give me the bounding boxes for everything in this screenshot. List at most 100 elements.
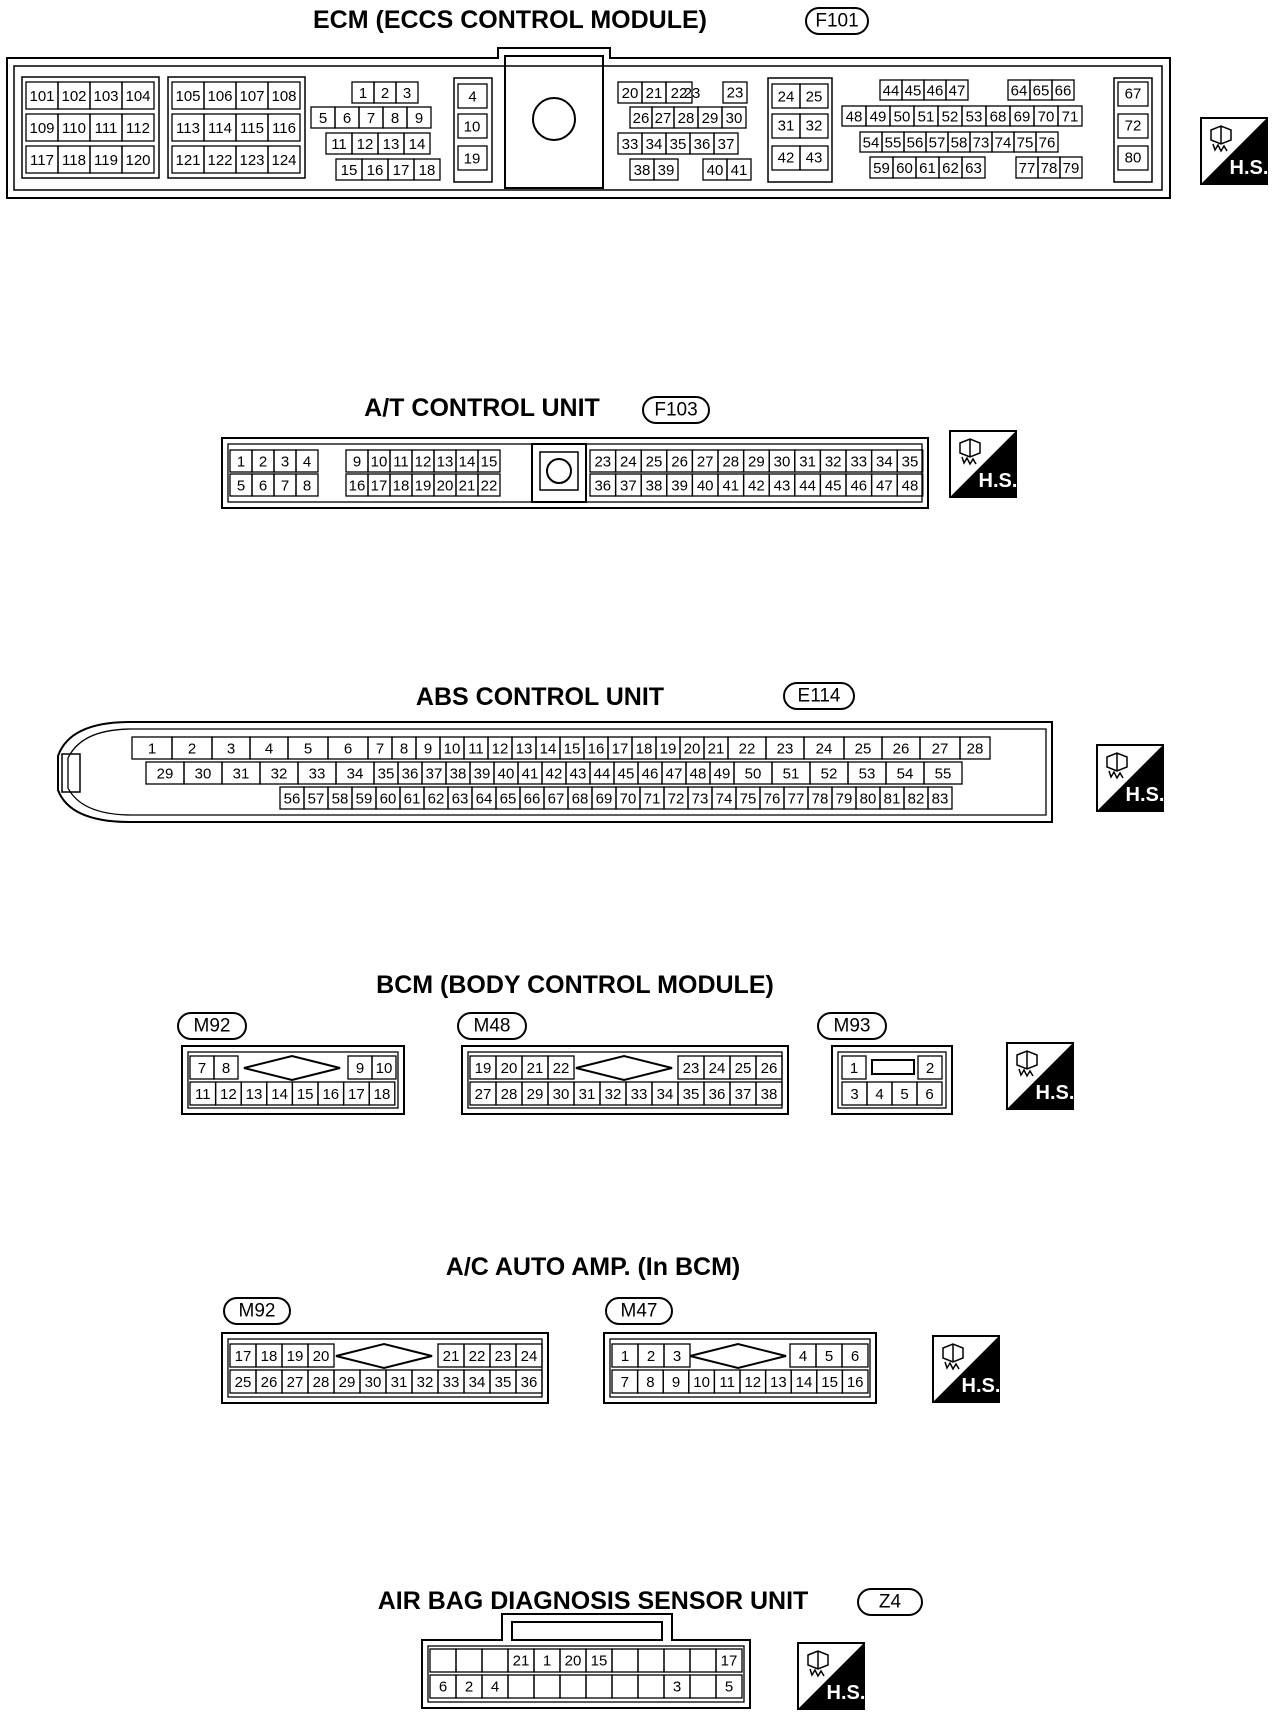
ecm-pin-block [21,76,160,179]
connector-glyph-icon [1210,125,1232,153]
pin-label: 20 [622,85,639,102]
connector-tag-outline [817,1012,887,1040]
pin-label: 19 [660,741,677,758]
pin-label: 1 [850,1060,858,1077]
pin-label: 48 [690,766,707,783]
pin-label: 21 [513,1653,530,1670]
pin-label: 8 [303,478,311,495]
pin-cell [653,158,679,181]
pin-label: 33 [850,454,867,471]
pin-label: 18 [419,162,436,179]
pin-label: 13 [437,454,454,471]
pin-label: 25 [235,1374,252,1391]
pin-label: 15 [564,741,581,758]
pin-label: 7 [376,741,384,758]
pin-label: 41 [731,162,748,179]
pin-label: 102 [61,88,86,105]
pin-label: 1 [543,1653,551,1670]
connector-tag-label: M92 [239,1301,276,1322]
pin-label: 30 [195,766,212,783]
pin-label: 20 [437,478,454,495]
pin-cell [1059,156,1083,179]
pin-cell [395,81,419,104]
pin-label: 15 [481,454,498,471]
bcm-m92-tag: M92 [177,1012,247,1040]
hs-icon-triangle [1097,745,1163,811]
pin-label: 52 [942,109,959,126]
pin-label: 47 [949,83,966,100]
pin-label: 44 [883,83,900,100]
pin-label: 108 [271,88,296,105]
pin-label: 18 [261,1348,278,1365]
pin-cell [267,113,301,142]
pin-label: 21 [443,1348,460,1365]
pin-label: 61 [919,160,936,177]
pin-label: 28 [678,110,695,127]
at-housing [221,437,929,509]
pin-label: 48 [902,478,919,495]
pin-label: 26 [261,1374,278,1391]
pin-label: 18 [374,1086,391,1103]
pin-label: 74 [995,135,1012,152]
pin-label: 32 [825,454,842,471]
hs-icon-label: H.S. [962,1375,1001,1397]
pin-label: 8 [400,741,408,758]
pin-label: 22 [469,1348,486,1365]
pin-label: 6 [259,478,267,495]
pin-label: 24 [709,1060,726,1077]
pin-cell [721,106,747,129]
pin-label: 17 [721,1653,738,1670]
pin-cell [213,1055,239,1080]
pin-label: 14 [271,1086,288,1103]
pin-label: 6 [344,741,352,758]
pin-label: 28 [722,454,739,471]
pin-label: 3 [850,1086,858,1103]
pin-label: 2 [381,85,389,102]
bcm-m93-tag: M93 [817,1012,887,1040]
ac-m47-tag: M47 [605,1297,673,1325]
harness-side-icon: H.S. [1096,744,1164,812]
pin-label: 23 [683,1060,700,1077]
pin-label: 13 [383,136,400,153]
pin-label: 10 [376,1060,393,1077]
pin-label: 2 [259,454,267,471]
pin-cell [457,83,488,109]
pin-cell [1035,131,1059,153]
pin-label: 32 [605,1086,622,1103]
pin-label: 40 [498,766,515,783]
pin-cell [295,449,319,473]
pin-label: 80 [860,791,877,808]
pin-label: 44 [594,766,611,783]
pin-label: 12 [744,1374,761,1391]
pin-label: 35 [495,1374,512,1391]
pin-label: 123 [239,152,264,169]
pin-cell [916,1081,943,1106]
pin-label: 34 [646,136,663,153]
pin-label: 21 [708,741,725,758]
ac-m92-inner [227,1338,543,1398]
pin-label: 24 [778,89,795,106]
pin-label: 28 [313,1374,330,1391]
pin-label: 16 [588,741,605,758]
connector-tag-outline [857,1588,923,1616]
pin-label: 113 [176,120,200,137]
pin-cell [533,1674,561,1699]
pin-label: 35 [902,454,919,471]
pin-label: 122 [207,152,232,169]
pin-label: 54 [897,766,914,783]
pin-label: 3 [281,454,289,471]
pin-label: 115 [240,120,264,137]
pin-label: 31 [579,1086,596,1103]
pin-label: 41 [522,766,539,783]
pin-label: 46 [927,83,944,100]
pin-label: 71 [644,791,661,808]
connector-tag-outline [457,1012,527,1040]
ac-m92-housing [221,1332,549,1404]
bcm-m48-inner [467,1051,783,1109]
pin-label: 36 [694,136,711,153]
pin-label: 34 [469,1374,486,1391]
pin-label: 20 [684,741,701,758]
pin-label: 74 [716,791,733,808]
